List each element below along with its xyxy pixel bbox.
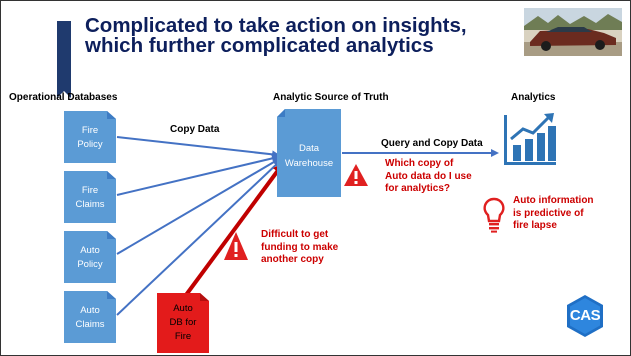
arrow-fire-claims [116,154,280,196]
operational-databases-label: Operational Databases [9,92,118,103]
which-copy-callout: Which copy of Auto data do I use for ana… [385,158,472,194]
data-warehouse: Data Warehouse [277,109,341,197]
fire-claims-db: Fire Claims [64,171,116,223]
title-accent-bar [57,21,71,98]
fire-policy-db: Fire Policy [64,111,116,163]
arrow-auto-policy [116,157,281,255]
query-copy-label: Query and Copy Data [381,138,483,149]
warning-icon-funding [224,232,248,260]
cas-logo: CAS [563,294,607,338]
arrow-fire-policy [116,136,280,159]
warning-icon [344,164,368,186]
analytic-source-label: Analytic Source of Truth [273,92,389,103]
analytics-chart-icon [504,113,556,165]
slide-title: Complicated to take action on insights, … [85,14,467,57]
arrow-auto-claims [116,159,282,316]
auto-db-for-fire: Auto DB for Fire [157,293,209,353]
funding-callout: Difficult to get funding to make another… [261,229,339,265]
lightbulb-icon [483,197,505,233]
auto-policy-db: Auto Policy [64,231,116,283]
auto-claims-db: Auto Claims [64,291,116,343]
car-photo [524,8,622,56]
arrow-auto-db [184,162,284,297]
predictive-callout: Auto information is predictive of fire l… [513,195,594,231]
copy-data-label: Copy Data [170,124,220,135]
analytics-label: Analytics [511,92,556,103]
